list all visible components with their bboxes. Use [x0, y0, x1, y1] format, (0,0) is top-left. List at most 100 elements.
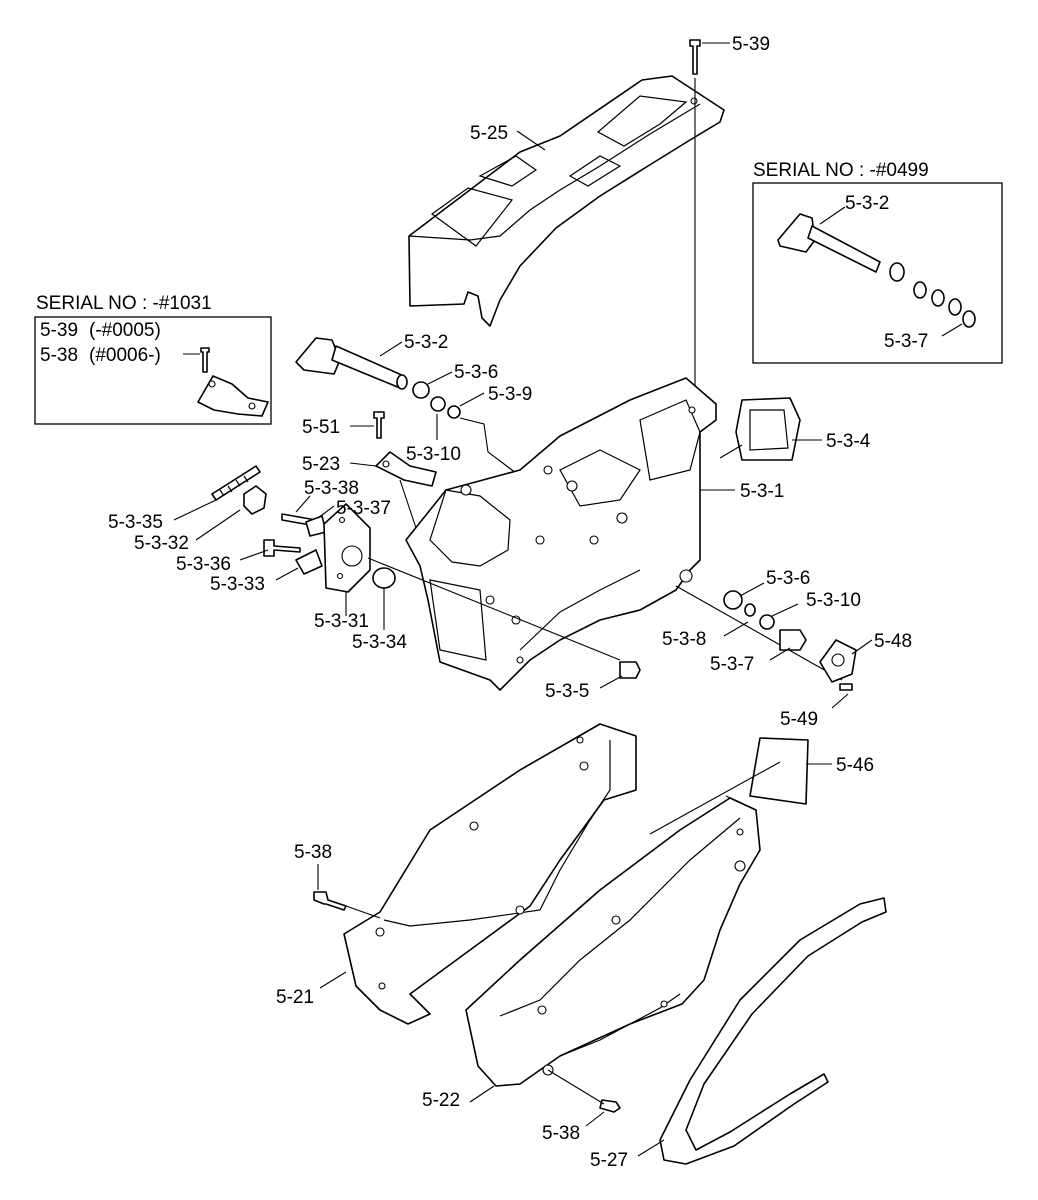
frame-inner-panel — [559, 449, 641, 507]
leader-5-3-6-bot — [739, 582, 765, 597]
shaft-bracket-shaft — [331, 345, 405, 389]
left-panel-stud — [579, 761, 589, 771]
part-rubber-boot — [719, 397, 822, 461]
label-5-3-33: 5-3-33 — [210, 574, 265, 595]
part-hinge-hardware — [675, 582, 873, 709]
label-5-3-32: 5-3-32 — [134, 533, 189, 554]
part-side-panel-right — [465, 795, 761, 1103]
right-panel-top-edge — [725, 795, 753, 809]
leader-5-3-36 — [239, 549, 269, 561]
frame-cutout — [429, 489, 511, 567]
bushing-5-3-6 — [412, 381, 430, 399]
hinge-centerline — [675, 585, 843, 681]
right-panel-hole — [537, 1005, 547, 1015]
label-5-3-10-top: 5-3-10 — [406, 444, 461, 465]
cam-5-3-32 — [243, 485, 267, 515]
trim-strip — [659, 897, 887, 1165]
label-5-38-left: 5-38 — [294, 842, 332, 863]
screw-5-38-bot — [599, 1099, 621, 1113]
inset-right-title: SERIAL NO : -#0499 — [753, 160, 929, 181]
label-5-3-34: 5-3-34 — [352, 632, 407, 653]
right-panel-inner-edge — [499, 817, 741, 1017]
bushing-5-3-34 — [372, 567, 396, 589]
inset-right-bolt — [962, 310, 976, 328]
inset-right-bushing — [889, 262, 905, 282]
leader-5-48 — [851, 639, 873, 655]
leader-5-3-8 — [723, 621, 749, 637]
leader-5-3-5 — [599, 675, 623, 689]
label-5-3-7: 5-3-7 — [710, 654, 754, 675]
label-5-27: 5-27 — [590, 1150, 628, 1171]
left-panel-stud — [515, 905, 525, 915]
screw-5-3-36 — [263, 539, 301, 557]
screw-5-38-bot-line — [547, 1069, 605, 1105]
leader-5-3-7 — [769, 647, 791, 661]
shaft-bracket-end — [396, 374, 408, 390]
right-panel-flange — [559, 993, 681, 1057]
label-5-39: 5-39 — [732, 34, 770, 55]
frame-inner-bay — [639, 399, 701, 481]
frame-hole — [679, 569, 693, 583]
leader-5-3-32 — [195, 509, 241, 541]
inset-right-frame — [752, 182, 1003, 364]
part-bolt-5-3-5 — [519, 569, 641, 689]
label-5-25: 5-25 — [470, 123, 508, 144]
console-cover-cupholder — [568, 155, 622, 187]
frame-hole — [485, 595, 495, 605]
screw-5-49 — [839, 683, 853, 691]
label-5-3-6-top: 5-3-6 — [454, 362, 498, 383]
label-5-49: 5-49 — [780, 709, 818, 730]
part-pad-5-46 — [649, 737, 832, 835]
label-5-3-1: 5-3-1 — [740, 481, 784, 502]
part-shaft-bracket — [295, 337, 408, 390]
leader-5-3-35 — [173, 499, 217, 521]
bolt-5-3-7 — [779, 629, 807, 651]
leader-5-3-37 — [317, 505, 335, 519]
leader-5-22 — [469, 1085, 495, 1103]
label-5-3-31: 5-3-31 — [314, 611, 369, 632]
right-panel-lip — [465, 1009, 497, 1087]
console-cover-hole — [690, 97, 698, 105]
inset-right-leader-a — [819, 206, 846, 225]
label-5-3-6-bot: 5-3-6 — [766, 568, 810, 589]
screw-5-39 — [689, 39, 701, 75]
inset-left-part-5-38: 5-38 — [40, 345, 78, 366]
right-panel-hole — [660, 1000, 668, 1008]
leader-5-3-2 — [379, 341, 403, 357]
washer-5-3-9 — [447, 405, 461, 419]
plate-hole — [336, 572, 344, 580]
inset-left-note-0006: (#0006-) — [89, 345, 161, 366]
leader-5-46-target — [649, 761, 781, 835]
switch-5-3-33 — [295, 549, 323, 575]
label-5-3-35: 5-3-35 — [108, 512, 163, 533]
plate-5-3-31-boss — [341, 545, 363, 567]
frame-hole — [688, 406, 696, 414]
leader-5-38-bot — [585, 1111, 605, 1127]
centerline-switch — [367, 557, 621, 661]
label-5-3-5: 5-3-5 — [545, 681, 589, 702]
frame-hole — [566, 480, 578, 492]
part-screw-5-39 — [689, 39, 730, 410]
inset-left-title: SERIAL NO : -#1031 — [36, 293, 212, 314]
label-5-3-9: 5-3-9 — [488, 384, 532, 405]
frame-hole — [589, 535, 599, 545]
plate-hole — [338, 516, 346, 524]
washer-5-3-8 — [744, 603, 756, 617]
label-5-38-bot: 5-38 — [542, 1123, 580, 1144]
inset-right-part-5-3-7: 5-3-7 — [884, 331, 928, 352]
inset-right-part-5-3-2: 5-3-2 — [845, 193, 889, 214]
leader-5-25 — [516, 130, 546, 151]
screw-5-38-left — [313, 891, 347, 911]
frame-hole — [543, 465, 553, 475]
label-5-48: 5-48 — [874, 631, 912, 652]
label-5-3-10-bot: 5-3-10 — [806, 590, 861, 611]
washer-5-3-10 — [430, 396, 446, 412]
right-panel-hole — [736, 828, 744, 836]
inset-left-bracket-hole — [248, 402, 256, 410]
frame-lower-bay — [429, 579, 487, 661]
bolt-5-3-5 — [619, 661, 641, 679]
console-cover-tray — [596, 95, 688, 147]
label-5-51: 5-51 — [302, 417, 340, 438]
inset-right-washer — [913, 281, 927, 299]
